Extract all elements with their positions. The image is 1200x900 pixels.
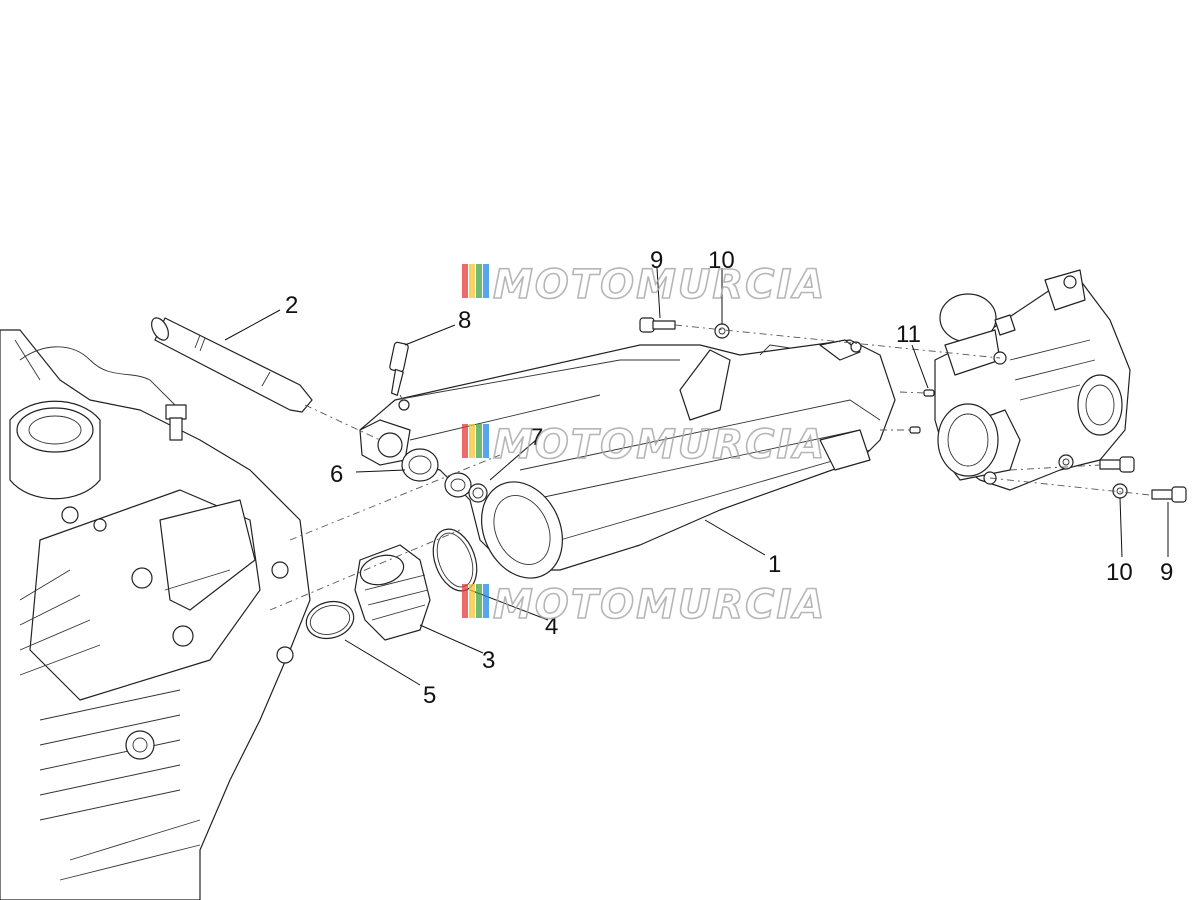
callout-7: 7 xyxy=(530,424,543,451)
callout-9-lower: 9 xyxy=(1160,559,1173,586)
bolt-part-8 xyxy=(389,341,409,396)
callout-6: 6 xyxy=(330,461,343,488)
bolt-part-9-upper xyxy=(639,317,676,333)
callout-1: 1 xyxy=(768,551,781,578)
callout-5: 5 xyxy=(423,682,436,709)
final-drive-housing xyxy=(934,269,1131,491)
watermark-bottom: MOTOMURCIA xyxy=(462,581,826,629)
clamp-part-5 xyxy=(305,600,355,640)
washers-part-10-lower xyxy=(1058,454,1128,499)
callout-4: 4 xyxy=(545,613,558,640)
callout-10-upper: 10 xyxy=(708,247,735,274)
watermark-stripe-blue xyxy=(483,584,489,618)
callout-labels: 1 2 3 4 5 6 7 8 9 10 11 10 9 xyxy=(285,247,1173,709)
dowel-pins-part-11 xyxy=(909,389,935,434)
callout-2: 2 xyxy=(285,292,298,319)
bolts-part-9-lower xyxy=(1099,456,1187,503)
circlips-part-7 xyxy=(444,472,488,503)
watermark-stripe-green xyxy=(476,264,482,298)
watermark-stripe-red xyxy=(462,424,468,458)
watermark-stripe-yellow xyxy=(469,584,475,618)
callout-9-upper: 9 xyxy=(650,247,663,274)
callout-11: 11 xyxy=(896,321,921,348)
watermark-top: MOTOMURCIA xyxy=(462,261,826,309)
watermark-middle: MOTOMURCIA xyxy=(462,421,826,469)
watermark-logo-text: MOTOMURCIA xyxy=(493,582,826,628)
bearing-part-6 xyxy=(401,448,439,482)
watermark-stripe-blue xyxy=(483,264,489,298)
clamp-part-4 xyxy=(432,528,478,592)
drive-shaft-part-2 xyxy=(151,317,313,413)
watermark-stripe-yellow xyxy=(469,264,475,298)
callout-10-lower: 10 xyxy=(1106,559,1133,586)
callout-3: 3 xyxy=(482,647,495,674)
assembly-axis-lines xyxy=(269,324,1151,611)
watermark-stripe-blue xyxy=(483,424,489,458)
watermark-stripe-red xyxy=(462,584,468,618)
watermark-stripe-yellow xyxy=(469,424,475,458)
swingarm-part-1 xyxy=(359,339,896,579)
engine-block xyxy=(0,329,311,900)
leader-lines xyxy=(224,267,1169,686)
watermark-logo-text: MOTOMURCIA xyxy=(493,262,826,308)
watermark-stripe-green xyxy=(476,584,482,618)
dust-boot-part-3 xyxy=(354,544,431,641)
watermark-logo-text: MOTOMURCIA xyxy=(493,422,826,468)
washer-part-10-upper xyxy=(714,323,730,339)
callout-8: 8 xyxy=(458,307,471,334)
watermark-stripe-red xyxy=(462,264,468,298)
watermark-stripe-green xyxy=(476,424,482,458)
